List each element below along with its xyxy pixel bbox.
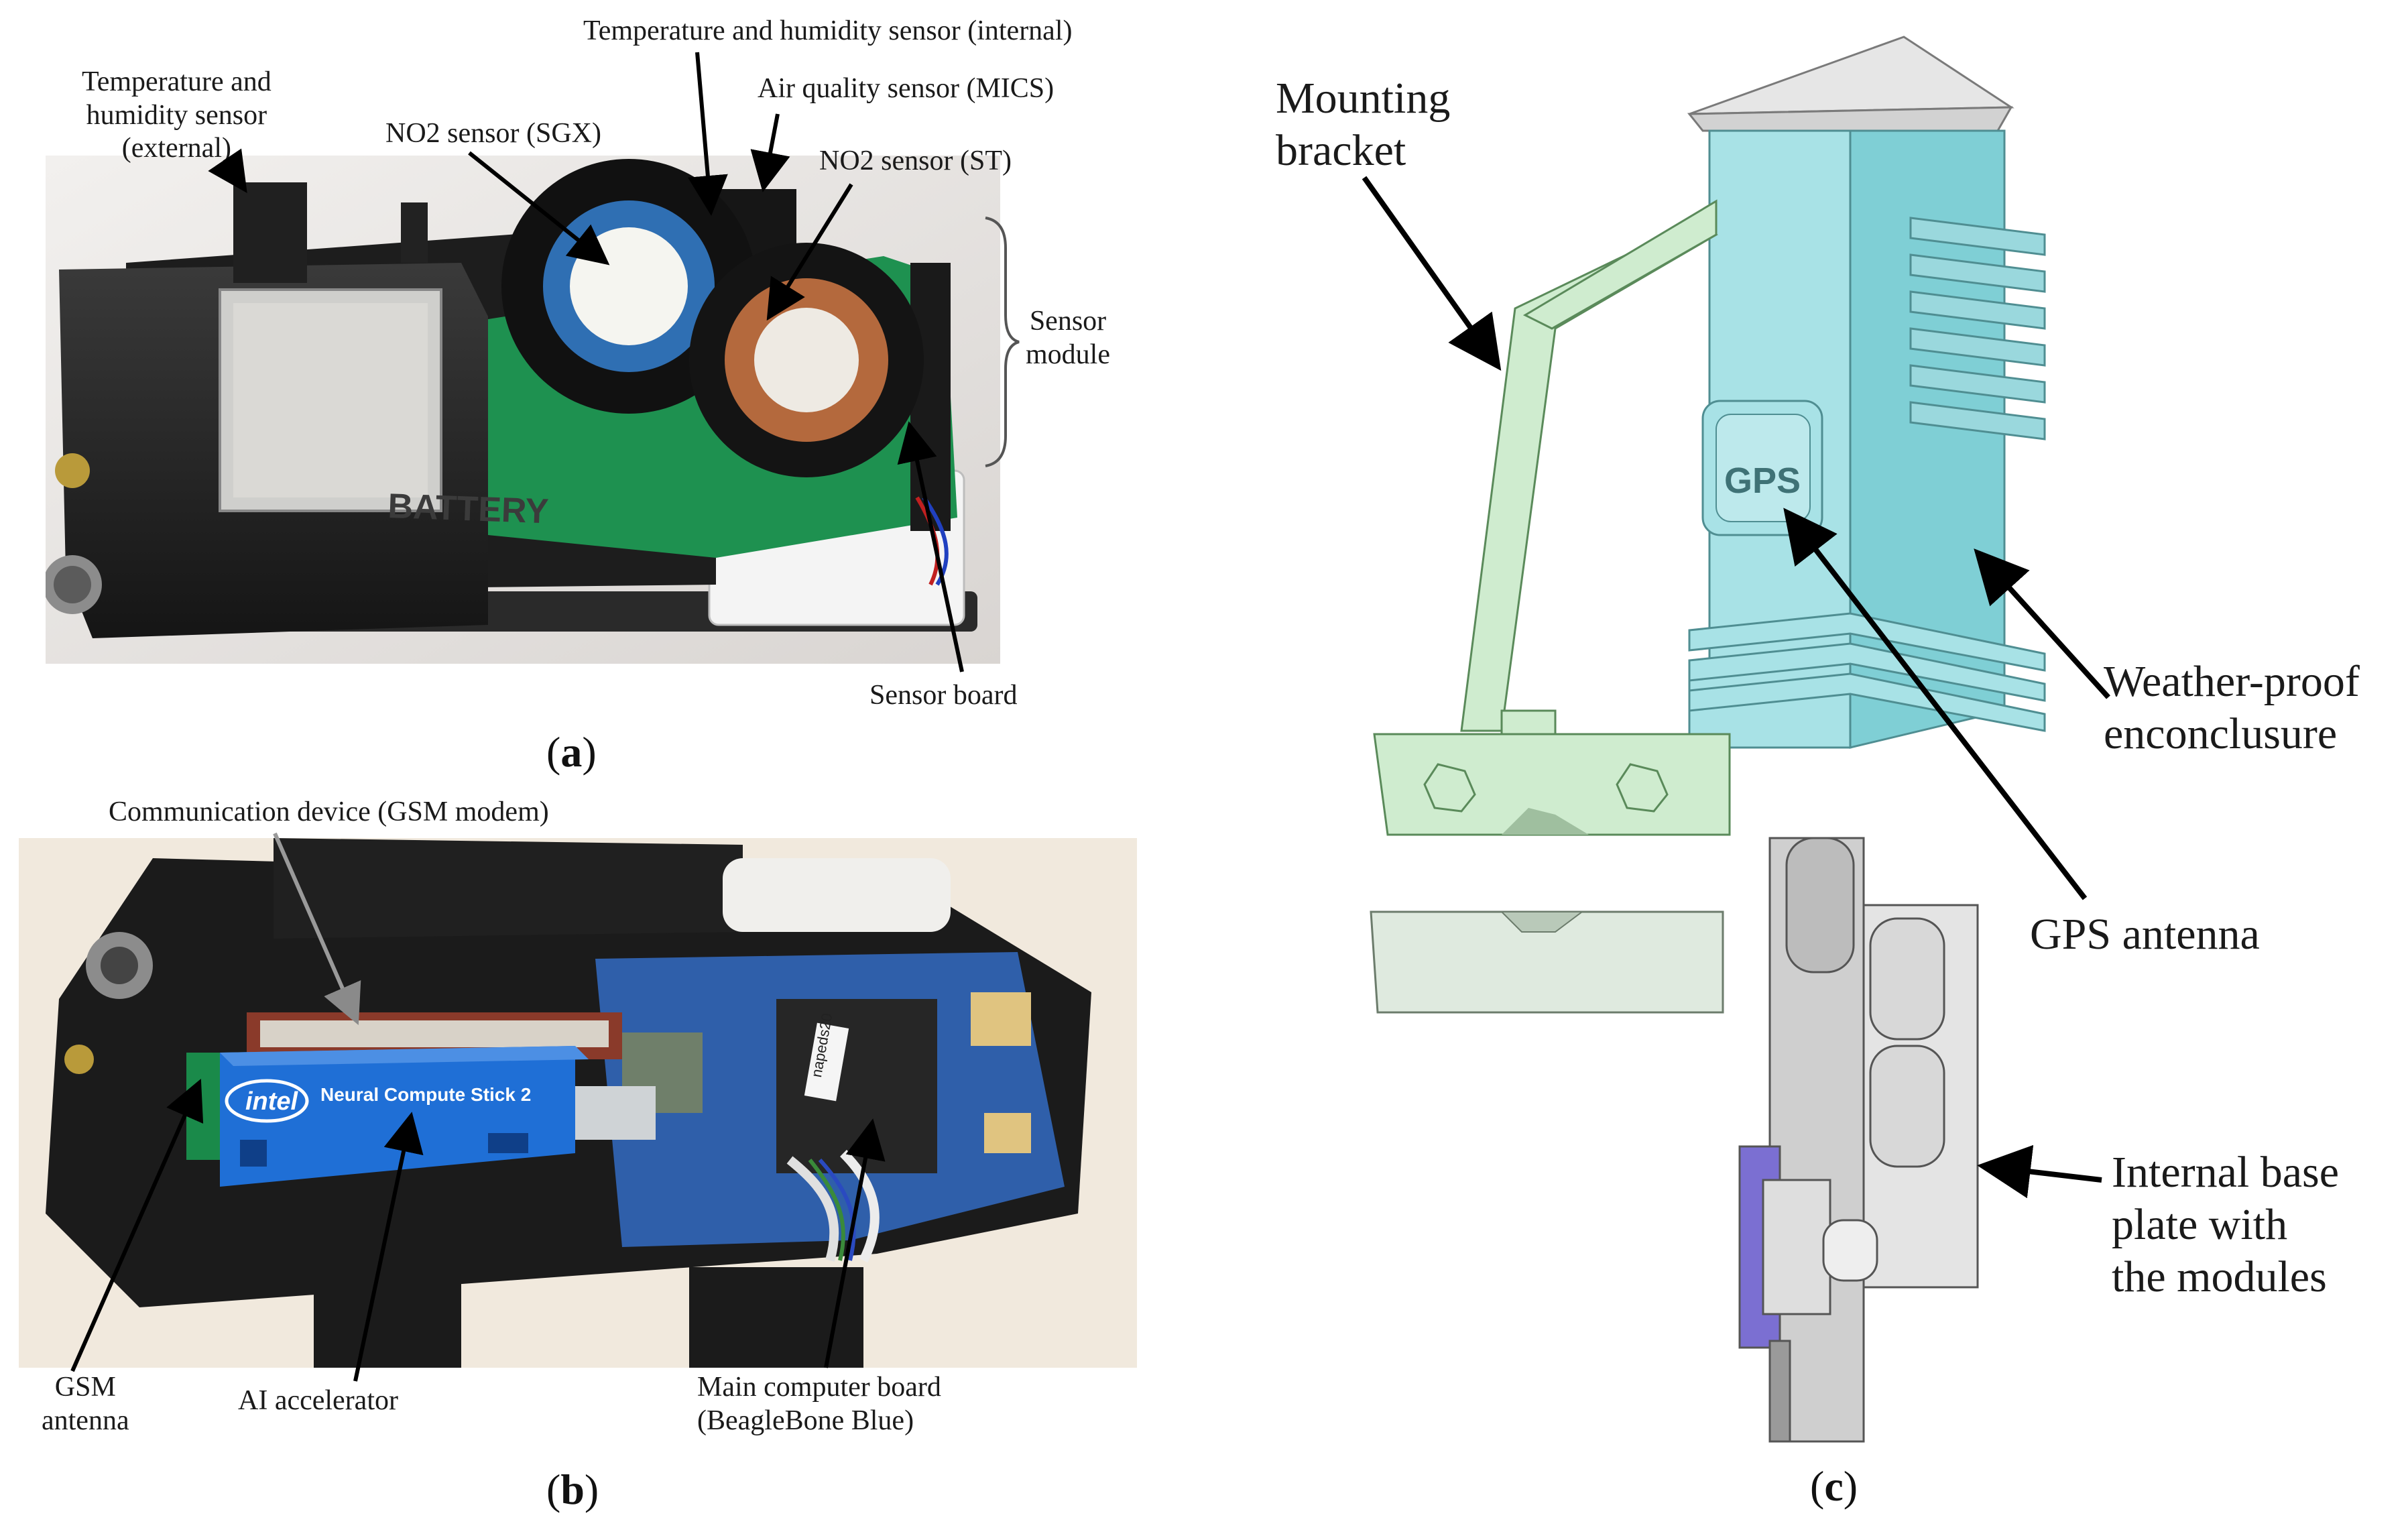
panel-c: GPS Mounting bracket xyxy=(1180,0,2408,1536)
label-no2-sgx: NO2 sensor (SGX) xyxy=(385,118,601,149)
caption-c: (c) xyxy=(1810,1462,1858,1510)
caption-a: (a) xyxy=(546,728,597,776)
label-air-quality: Air quality sensor (MICS) xyxy=(758,73,1055,104)
label-gps-antenna: GPS antenna xyxy=(2030,910,2260,959)
label-main-board: Main computer board (BeagleBone Blue) xyxy=(697,1372,941,1436)
main-module-photo: intel Neural Compute Stick 2 napeds20 xyxy=(19,838,1137,1368)
intel-logo-text: intel xyxy=(245,1087,299,1116)
panel-a: BATTERY Temperature and humidity sensor … xyxy=(0,0,1140,778)
caption-b: (b) xyxy=(546,1466,599,1513)
label-sensor-module: Sensor module xyxy=(1026,306,1110,370)
sensor-module-photo: BATTERY xyxy=(46,156,1000,664)
panel-b: intel Neural Compute Stick 2 napeds20 Co… xyxy=(0,778,1153,1536)
label-internal-base-plate: Internal base plate with the modules xyxy=(2112,1148,2339,1301)
label-weather-proof: Weather-proof enconclusure xyxy=(2104,657,2360,758)
battery-embossed-text: BATTERY xyxy=(387,487,550,531)
label-temp-humidity-external: Temperature and humidity sensor (externa… xyxy=(82,66,272,164)
label-mounting-bracket: Mounting bracket xyxy=(1276,74,1451,175)
label-no2-st: NO2 sensor (ST) xyxy=(819,145,1012,176)
gps-embossed-text: GPS xyxy=(1724,461,1801,501)
label-gsm-antenna: GSM antenna xyxy=(42,1372,129,1436)
label-ai-accelerator: AI accelerator xyxy=(238,1385,398,1416)
neural-compute-stick-text: Neural Compute Stick 2 xyxy=(320,1084,531,1105)
label-sensor-board: Sensor board xyxy=(869,680,1018,711)
enclosure-cad-model: GPS xyxy=(1370,36,2046,1443)
label-temp-humidity-internal: Temperature and humidity sensor (interna… xyxy=(583,15,1073,46)
label-communication-device: Communication device (GSM modem) xyxy=(109,796,549,827)
